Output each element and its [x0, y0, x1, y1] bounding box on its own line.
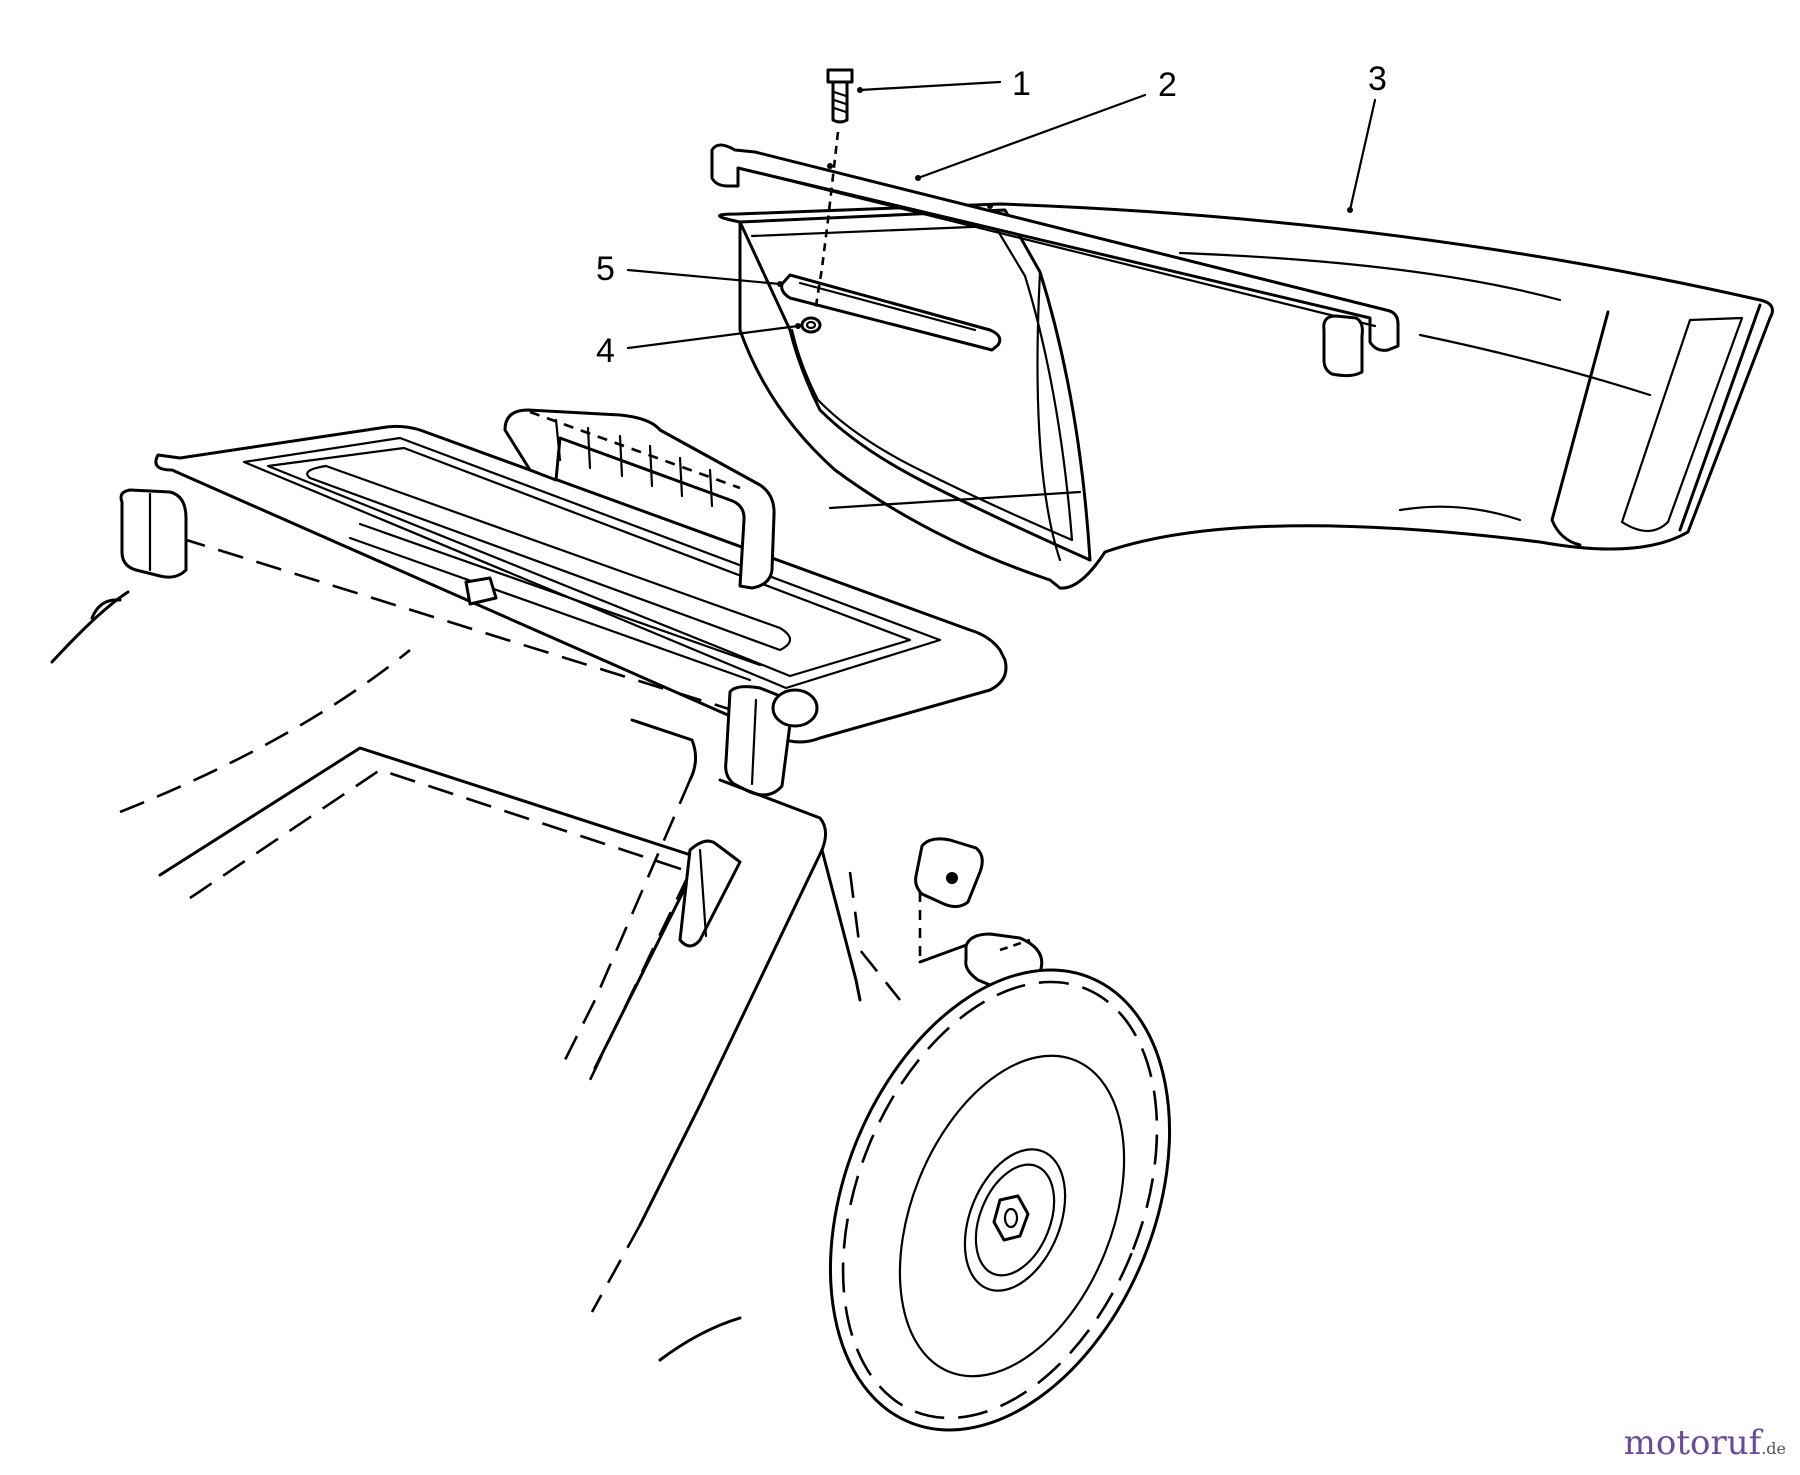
watermark-suffix: .de: [1761, 1439, 1786, 1458]
callout-number-2: 2: [1158, 66, 1177, 104]
support-plate: [780, 273, 1002, 352]
callout-number-4: 4: [596, 332, 615, 370]
discharge-chute: [718, 202, 1774, 590]
callout-number-1: 1: [1012, 65, 1031, 103]
wheel: [828, 968, 1172, 1432]
watermark-text: motoruf: [1623, 1423, 1762, 1463]
nut: [800, 316, 822, 334]
callout-number-5: 5: [596, 250, 615, 288]
bolt: [826, 68, 854, 124]
callout-leaders: [626, 80, 1377, 350]
watermark-logo: motoruf.de: [1624, 1423, 1786, 1463]
bag-frame: [119, 408, 1008, 797]
callout-number-3: 3: [1368, 60, 1387, 98]
assembly-axis: [813, 131, 840, 313]
bracket-rod: [710, 143, 1400, 378]
